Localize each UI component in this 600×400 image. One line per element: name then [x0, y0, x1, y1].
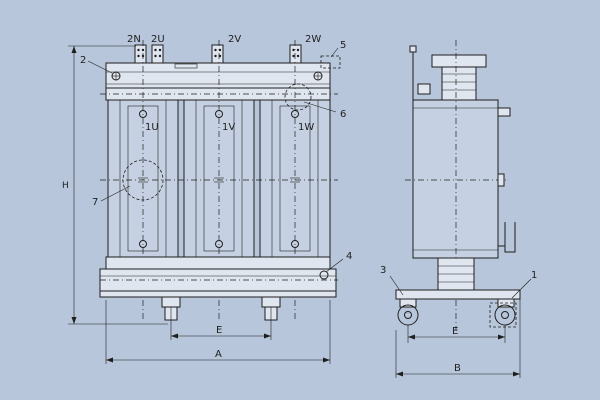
label-2v: 2V — [228, 34, 241, 45]
callout-4: 4 — [346, 251, 352, 262]
terminal-2w — [289, 44, 302, 64]
terminal-2v — [211, 44, 224, 64]
front-view — [68, 40, 344, 364]
detail-circle-7 — [122, 159, 164, 201]
detail-box-5 — [320, 55, 341, 69]
label-2w: 2W — [305, 34, 321, 45]
callout-6: 6 — [340, 109, 346, 120]
label-1u: 1U — [145, 122, 159, 133]
label-1w: 1W — [298, 122, 314, 133]
callout-2: 2 — [80, 55, 86, 66]
side-wheel-left — [397, 304, 419, 326]
dim-label-a: A — [215, 349, 222, 360]
callout-3: 3 — [380, 265, 386, 276]
coil-1u — [107, 99, 179, 258]
side-view — [389, 40, 532, 378]
terminal-2u — [151, 44, 164, 64]
callout-1: 1 — [531, 270, 537, 281]
dim-label-e-side: E — [452, 326, 458, 337]
label-2n: 2N — [127, 34, 141, 45]
label-2u: 2U — [151, 34, 165, 45]
wheel-right — [261, 296, 281, 322]
terminal-2n — [134, 44, 147, 64]
detail-circle-6 — [284, 83, 312, 111]
coil-1v — [183, 99, 255, 258]
dim-label-e-front: E — [216, 325, 222, 336]
callout-5: 5 — [340, 40, 346, 51]
side-body — [412, 99, 499, 259]
coil-1w — [259, 99, 331, 258]
dim-label-b: B — [454, 363, 461, 374]
callout-7: 7 — [92, 197, 98, 208]
wheel-left — [161, 296, 181, 322]
dim-label-h: H — [62, 181, 69, 191]
label-1v: 1V — [222, 122, 235, 133]
